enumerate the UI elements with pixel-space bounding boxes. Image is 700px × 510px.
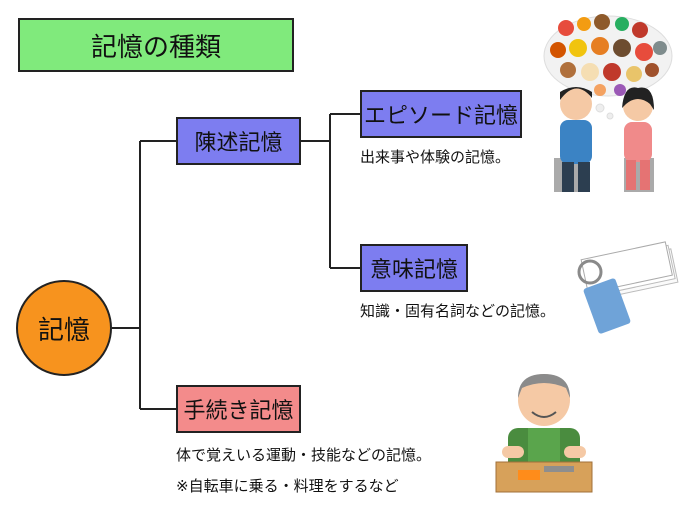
- node-semantic-label: 意味記憶: [369, 258, 458, 283]
- node-memory-label: 記憶: [37, 315, 90, 346]
- node-semantic-memory: 意味記憶: [360, 244, 468, 292]
- couple-thinking-of-food-icon: [543, 14, 673, 192]
- semantic-description: 知識・固有名詞などの記憶。: [360, 302, 556, 320]
- node-procedural-memory: 手続き記憶: [176, 385, 301, 433]
- node-procedural-label: 手続き記憶: [183, 399, 294, 424]
- diagram-title-text: 記憶の種類: [90, 32, 221, 63]
- procedural-example: ※自転車に乗る・料理をするなど: [176, 477, 399, 495]
- diagram-title: 記憶の種類: [18, 18, 294, 72]
- episodic-description: 出来事や体験の記憶。: [360, 148, 511, 166]
- node-memory: 記憶: [16, 280, 112, 376]
- elder-cooking-icon: [495, 374, 593, 493]
- node-declarative-label: 陳述記憶: [194, 131, 283, 156]
- procedural-description: 体で覚えいる運動・技能などの記憶。: [176, 446, 432, 464]
- node-episodic-memory: エピソード記憶: [360, 90, 522, 138]
- word-cards-icon: [577, 241, 679, 334]
- node-episodic-label: エピソード記憶: [363, 104, 518, 129]
- node-declarative-memory: 陳述記憶: [176, 117, 301, 165]
